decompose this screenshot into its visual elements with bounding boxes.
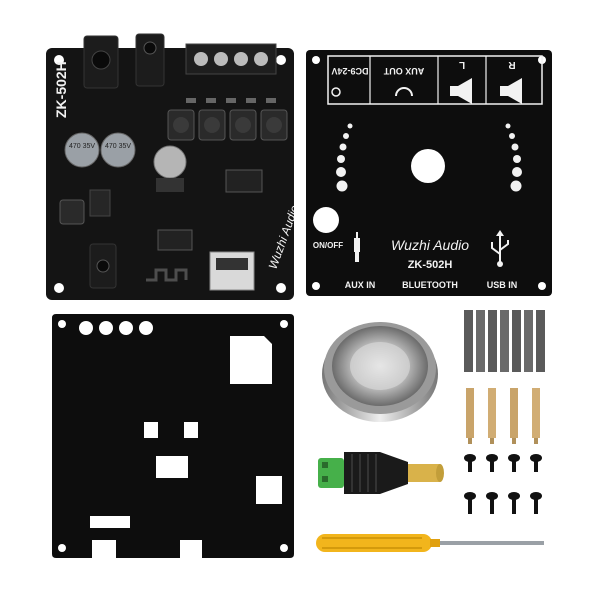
usb-in-label: USB IN (487, 280, 518, 290)
power-label: DC9-24V (331, 66, 368, 76)
aux-in-label: AUX IN (345, 280, 376, 290)
front-panel: DC9-24V AUX OUT L R ON/OFF (306, 50, 552, 296)
back-panel (52, 314, 294, 558)
hardware-set (464, 310, 545, 514)
volume-knob-hole (411, 149, 445, 183)
right-channel-label: R (508, 59, 516, 70)
panel-model-label: ZK-502H (408, 259, 453, 271)
headphone-icon (395, 87, 413, 97)
left-channel-label: L (459, 59, 465, 70)
usb-icon (491, 230, 509, 267)
steel-standoffs (464, 310, 545, 372)
volume-knob (322, 322, 438, 422)
power-switch-hole (313, 207, 339, 233)
speaker-right-icon (500, 78, 522, 104)
aux-out-label: AUX OUT (383, 66, 424, 76)
on-off-label: ON/OFF (313, 241, 343, 250)
dc-barrel-connector (318, 452, 444, 494)
dc-polarity-icon (331, 87, 341, 97)
led-indicator-right (505, 123, 522, 192)
panel-brand-label: Wuzhi Audio (391, 237, 469, 253)
brass-standoffs (466, 388, 540, 444)
screwdriver (316, 534, 544, 552)
led-indicator-left (336, 123, 353, 192)
screws (464, 454, 542, 514)
bluetooth-label: BLUETOOTH (402, 280, 458, 290)
speaker-left-icon (450, 78, 472, 104)
cap-right-label: 470 35V (105, 143, 131, 150)
pcb-model-label: ZK-502H (53, 61, 69, 118)
amplifier-board: 470 35V 470 35V ZK-502H Wuzhi Audio (46, 33, 294, 300)
aux-in-icon (354, 232, 360, 262)
cap-left-label: 470 35V (69, 143, 95, 150)
